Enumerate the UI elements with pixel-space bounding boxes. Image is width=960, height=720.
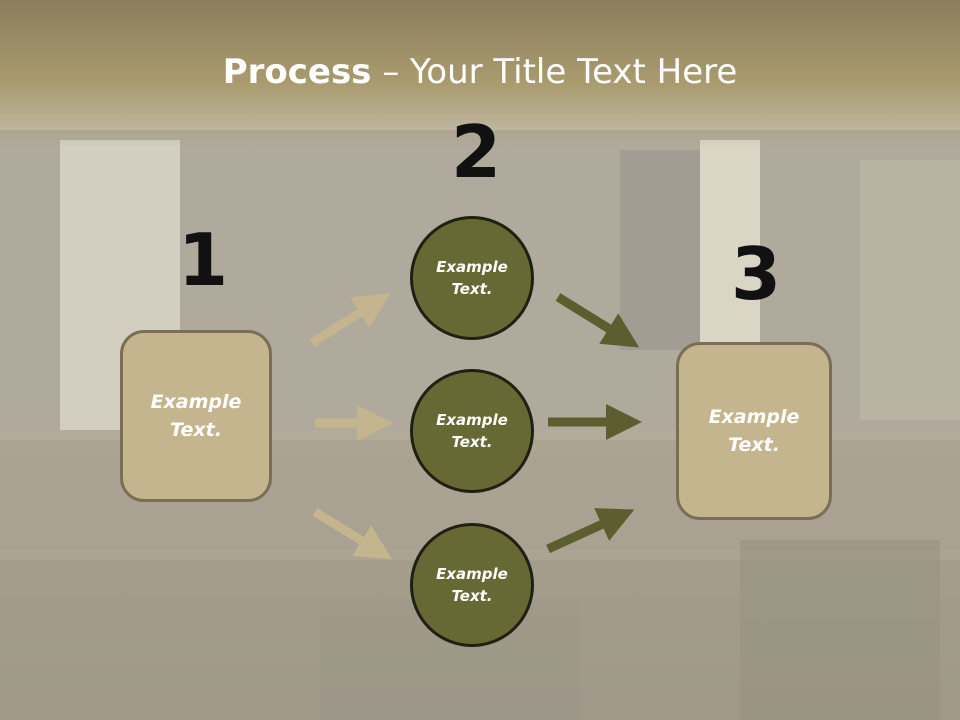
- left-box-text: Example Text.: [150, 390, 242, 442]
- arrow-bottom-to-right: [546, 508, 635, 554]
- step-number-3: 3: [731, 232, 782, 316]
- circle-bottom: Example Text.: [410, 523, 534, 647]
- circle-middle: Example Text.: [410, 369, 534, 493]
- circle-top-text: Example Text.: [436, 257, 508, 299]
- title-rest: – Your Title Text Here: [371, 52, 738, 92]
- title-band: [0, 0, 960, 148]
- circle-bottom-text: Example Text.: [436, 564, 508, 606]
- left-box: Example Text.: [120, 330, 272, 502]
- arrow-top-to-right: [555, 293, 640, 348]
- right-box-text: Example Text.: [708, 405, 800, 457]
- title-strong: Process: [222, 52, 372, 92]
- circle-top: Example Text.: [410, 216, 534, 340]
- step-number-1: 1: [178, 218, 229, 302]
- arrow-to-bottom-circle: [312, 508, 393, 560]
- step-number-2: 2: [451, 110, 502, 194]
- right-box: Example Text.: [676, 342, 832, 520]
- arrow-to-top-circle: [309, 293, 391, 347]
- page-title: Process – Your Title Text Here: [0, 52, 960, 92]
- circle-middle-text: Example Text.: [436, 410, 508, 452]
